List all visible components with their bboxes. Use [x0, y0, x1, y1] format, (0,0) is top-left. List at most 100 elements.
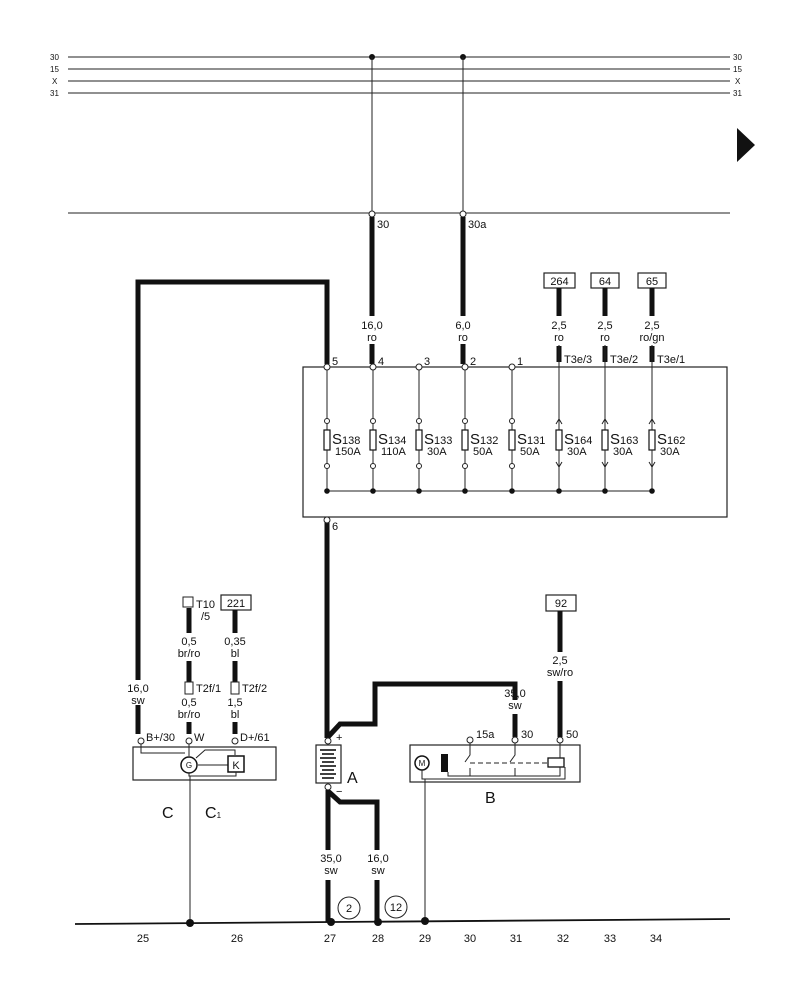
fuse-box-pin: 3 [424, 356, 430, 368]
column-number: 27 [324, 933, 336, 945]
fuse-box-pin: 1 [517, 356, 523, 368]
connector-t10-sub: /5 [201, 611, 210, 623]
wire-color: ro [600, 332, 610, 344]
generator-label-c: C [162, 805, 174, 822]
bus-label-30: 30 [50, 53, 59, 62]
starter-pin-50: 50 [566, 729, 578, 741]
generator-g-symbol: G [186, 761, 192, 770]
column-number: 30 [464, 933, 476, 945]
connector-t2f2: T2f/2 [242, 683, 267, 695]
fuse-box-pin: T3e/1 [657, 354, 685, 366]
wire-size: 35,0 [504, 688, 525, 700]
wire-color: sw [324, 865, 338, 877]
fuse-rating: 50A [473, 446, 493, 458]
fuse-id: S133 [424, 431, 452, 448]
wire-color: ro [458, 332, 468, 344]
column-number: 31 [510, 933, 522, 945]
fuse-box-pin: T3e/2 [610, 354, 638, 366]
fuse-box-pin: 5 [332, 356, 338, 368]
bus-label-15-right: 15 [733, 65, 742, 74]
fuse-feed-wires: 16,0 ro 6,0 ro 264 2,5 ro 64 2,5 ro 65 2… [127, 217, 667, 734]
fuse-id: S131 [517, 431, 545, 448]
wire-color: sw [371, 865, 385, 877]
bus-label-x: X [52, 77, 58, 86]
column-number: 26 [231, 933, 243, 945]
battery-icon [320, 749, 336, 779]
fuse-box-pin-6: 6 [332, 521, 338, 533]
wire-color: sw [508, 700, 522, 712]
starter: 15a 30 50 92 2,5 sw/ro M B [409, 594, 581, 922]
wire-size: 2,5 [597, 320, 612, 332]
ref-264: 264 [550, 276, 568, 288]
fuse-box: 5S138150A4S134110A3S13330A2S13250A1S1315… [302, 345, 728, 738]
starter-label-b: B [485, 790, 496, 807]
wire-size: 16,0 [361, 320, 382, 332]
fuse-id: S138 [332, 431, 360, 448]
wire-size: 0,35 [224, 636, 245, 648]
fuse-rating: 110A [381, 446, 407, 458]
motor-symbol: M [419, 759, 426, 768]
wire-size: 2,5 [552, 655, 567, 667]
fuse-id: S162 [657, 431, 685, 448]
generator-signal-wires: T10 /5 0,5 br/ro T2f/1 0,5 br/ro 221 0,3… [178, 594, 267, 734]
gen-pin-d61: D+/61 [240, 732, 270, 744]
wire-size: 2,5 [644, 320, 659, 332]
wire-size: 0,5 [181, 636, 196, 648]
fuse-box-pin: T3e/3 [564, 354, 592, 366]
fuse-box-pin: 2 [470, 356, 476, 368]
regulator-label-c1: C1 [205, 805, 222, 822]
fuse-id: S134 [378, 431, 406, 448]
starter-pin-15a: 15a [476, 729, 495, 741]
wire-color: ro/gn [639, 332, 664, 344]
connector-t2f1: T2f/1 [196, 683, 221, 695]
ref-221: 221 [227, 598, 245, 610]
battery-label-a: A [347, 770, 358, 787]
battery: 35,0 sw + − A 35,0 sw 16,0 sw [315, 681, 526, 922]
fuse-id: S163 [610, 431, 638, 448]
ref-92: 92 [555, 598, 567, 610]
bus-lines: 30 15 X 31 30 15 X 31 [50, 53, 742, 213]
gen-pin-b30: B+/30 [146, 732, 175, 744]
column-number: 32 [557, 933, 569, 945]
fuse-id: S132 [470, 431, 498, 448]
wire-color: br/ro [178, 709, 201, 721]
wire-color: sw/ro [547, 667, 573, 679]
fuse-id: S164 [564, 431, 592, 448]
starter-pin-30: 30 [521, 729, 533, 741]
column-number: 25 [137, 933, 149, 945]
column-number: 33 [604, 933, 616, 945]
wire-size: 1,5 [227, 697, 242, 709]
generator: B+/30 W D+/61 G K C C1 [132, 732, 277, 922]
wire-color: bl [231, 648, 240, 660]
regulator-k-symbol: K [232, 760, 240, 772]
battery-minus: − [336, 786, 342, 798]
bus-label-15: 15 [50, 65, 59, 74]
wire-size: 6,0 [455, 320, 470, 332]
fuse-rating: 30A [660, 446, 680, 458]
wire-color: sw [131, 695, 145, 707]
column-number: 34 [650, 933, 662, 945]
ground-point-12: 12 [390, 902, 402, 914]
wire-color: ro [367, 332, 377, 344]
wire-size: 2,5 [551, 320, 566, 332]
fuse-rating: 50A [520, 446, 540, 458]
terminal-30-label: 30 [377, 219, 389, 231]
column-number: 29 [419, 933, 431, 945]
terminal-30a-label: 30a [468, 219, 487, 231]
bus-label-31: 31 [50, 89, 59, 98]
wire-size: 16,0 [127, 683, 148, 695]
fuse-rating: 150A [335, 446, 361, 458]
fuse-box-pin: 4 [378, 356, 384, 368]
ground-point-2: 2 [346, 903, 352, 915]
connector-t10: T10 [196, 599, 215, 611]
continue-arrow-icon [737, 128, 755, 162]
